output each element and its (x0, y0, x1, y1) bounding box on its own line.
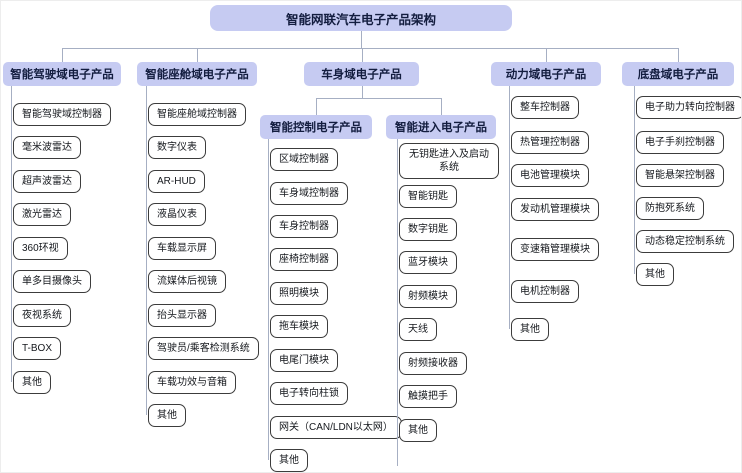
leaf-node: 车身控制器 (270, 215, 338, 238)
connector-line (146, 86, 147, 415)
leaf-node: 射频接收器 (399, 352, 467, 375)
leaf-node: 抬头显示器 (148, 304, 216, 327)
leaf-node: 其他 (13, 371, 51, 394)
branch-header-cockpit: 智能座舱域电子产品 (137, 62, 257, 86)
connector-line (62, 48, 678, 49)
leaf-node: 液晶仪表 (148, 203, 206, 226)
leaf-node: 激光雷达 (13, 203, 71, 226)
root-node: 智能网联汽车电子产品架构 (210, 5, 512, 31)
connector-line (316, 98, 441, 99)
connector-line (361, 86, 363, 98)
leaf-node: 电子助力转向控制器 (636, 96, 741, 119)
leaf-node: 无钥匙进入及启动系统 (399, 143, 499, 179)
leaf-node: T-BOX (13, 337, 62, 360)
connector-line (197, 48, 198, 62)
leaf-node: 电机控制器 (511, 280, 579, 303)
connector-line (361, 31, 362, 48)
leaf-node: 智能钥匙 (399, 185, 457, 208)
leaf-node: 发动机管理模块 (511, 198, 599, 221)
leaf-node: 蓝牙模块 (399, 251, 457, 274)
leaf-node: 夜视系统 (13, 304, 71, 327)
branch-header-smart-entry: 智能进入电子产品 (386, 115, 496, 139)
leaf-node: 触摸把手 (399, 385, 457, 408)
leaf-node: 流媒体后视镜 (148, 270, 226, 293)
leaf-node: 毫米波雷达 (13, 136, 81, 159)
leaf-node: AR-HUD (148, 170, 205, 193)
leaf-node: 区域控制器 (270, 148, 338, 171)
leaf-node: 其他 (399, 419, 437, 442)
connector-line (361, 48, 363, 62)
leaf-node: 电尾门模块 (270, 349, 338, 372)
leaf-node: 整车控制器 (511, 96, 579, 119)
leaf-node: 车载显示屏 (148, 237, 216, 260)
leaf-node: 智能悬架控制器 (636, 164, 724, 187)
leaf-node: 热管理控制器 (511, 131, 589, 154)
leaf-node: 数字仪表 (148, 136, 206, 159)
leaf-node: 照明模块 (270, 282, 328, 305)
leaf-node: 动态稳定控制系统 (636, 230, 734, 253)
branch-header-driving: 智能驾驶域电子产品 (3, 62, 121, 86)
leaf-node: 单多目摄像头 (13, 270, 91, 293)
leaf-node: 拖车模块 (270, 315, 328, 338)
leaf-node: 防抱死系统 (636, 197, 704, 220)
connector-line (509, 86, 510, 329)
leaf-node: 其他 (148, 404, 186, 427)
leaf-node: 360环视 (13, 237, 68, 260)
connector-line (268, 139, 269, 460)
leaf-node: 驾驶员/乘客检测系统 (148, 337, 259, 360)
connector-line (316, 98, 317, 115)
leaf-node: 智能座舱域控制器 (148, 103, 246, 126)
leaf-node: 天线 (399, 318, 437, 341)
leaf-node: 电池管理模块 (511, 164, 589, 187)
branch-header-smart-control: 智能控制电子产品 (260, 115, 372, 139)
leaf-node: 电子手刹控制器 (636, 131, 724, 154)
branch-header-chassis: 底盘域电子产品 (622, 62, 734, 86)
leaf-node: 数字钥匙 (399, 218, 457, 241)
connector-line (546, 48, 547, 62)
leaf-node: 智能驾驶域控制器 (13, 103, 111, 126)
leaf-node: 车载功效与音箱 (148, 371, 236, 394)
connector-line (634, 86, 635, 274)
connector-line (397, 139, 398, 466)
connector-line (62, 48, 63, 62)
branch-header-power: 动力域电子产品 (491, 62, 601, 86)
leaf-node: 其他 (636, 263, 674, 286)
leaf-node: 射频模块 (399, 285, 457, 308)
connector-line (441, 98, 442, 115)
leaf-node: 电子转向柱锁 (270, 382, 348, 405)
leaf-node: 超声波雷达 (13, 170, 81, 193)
connector-line (678, 48, 679, 62)
leaf-node: 车身域控制器 (270, 182, 348, 205)
leaf-node: 网关（CAN/LDN以太网） (270, 416, 402, 439)
leaf-node: 其他 (511, 318, 549, 341)
leaf-node: 其他 (270, 449, 308, 472)
branch-header-body: 车身域电子产品 (304, 62, 419, 86)
leaf-node: 变速箱管理模块 (511, 238, 599, 261)
connector-line (11, 86, 12, 382)
leaf-node: 座椅控制器 (270, 248, 338, 271)
